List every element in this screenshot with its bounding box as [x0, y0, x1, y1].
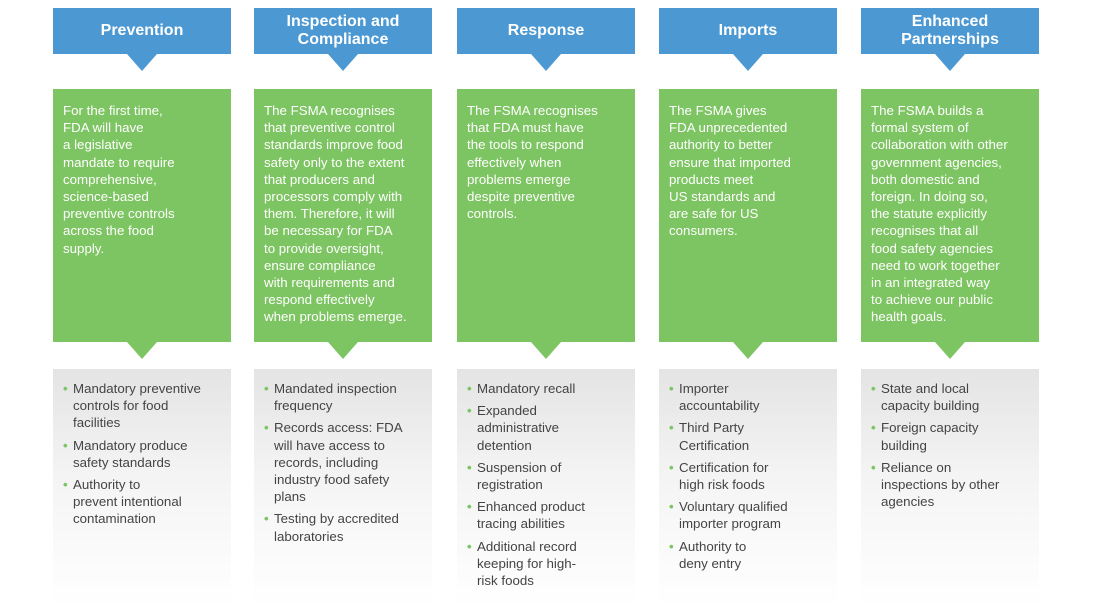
- measures-list: •Importer accountability •Third Party Ce…: [659, 369, 837, 572]
- bullet-icon: •: [669, 459, 674, 475]
- list-item: •Mandatory preventive controls for food …: [63, 381, 201, 431]
- column-title: Enhanced Partnerships: [901, 13, 999, 48]
- header-arrow-icon: [328, 54, 358, 71]
- column-enhanced-partnerships: Enhanced Partnerships The FSMA builds a …: [861, 0, 1039, 607]
- list-item: •Enhanced product tracing abilities: [467, 499, 585, 532]
- bullet-icon: •: [467, 459, 472, 475]
- header-arrow-icon: [733, 54, 763, 71]
- list-item: •Records access: FDA will have access to…: [264, 420, 403, 505]
- bullet-icon: •: [871, 420, 876, 436]
- column-title: Prevention: [100, 22, 184, 39]
- column-imports: Imports The FSMA gives FDA unprecedented…: [659, 0, 837, 607]
- description-arrow-icon: [328, 342, 358, 359]
- bullet-icon: •: [467, 403, 472, 419]
- list-item: •Additional record keeping for high- ris…: [467, 538, 577, 589]
- bullet-icon: •: [264, 420, 269, 436]
- bullet-icon: •: [467, 381, 472, 396]
- list-item: •State and local capacity building: [871, 381, 980, 414]
- column-title: Response: [507, 22, 585, 39]
- header-arrow-icon: [127, 54, 157, 71]
- column-prevention: Prevention For the first time, FDA will …: [53, 0, 231, 607]
- measures-box: •State and local capacity building •Fore…: [861, 369, 1039, 607]
- bullet-icon: •: [63, 477, 68, 493]
- list-item: •Suspension of registration: [467, 459, 562, 493]
- bullet-icon: •: [669, 420, 674, 436]
- bullet-icon: •: [669, 499, 674, 515]
- column-title: Inspection and Compliance: [286, 13, 400, 48]
- measures-box: •Importer accountability •Third Party Ce…: [659, 369, 837, 607]
- bullet-icon: •: [669, 538, 674, 554]
- measures-list: •Mandatory preventive controls for food …: [53, 369, 231, 528]
- list-item: •Mandatory produce safety standards: [63, 437, 188, 470]
- bullet-icon: •: [467, 499, 472, 515]
- column-description: The FSMA recognises that FDA must have t…: [457, 89, 635, 342]
- list-item: •Expanded administrative detention: [467, 403, 560, 453]
- header-arrow-icon: [935, 54, 965, 71]
- description-arrow-icon: [935, 342, 965, 359]
- column-response: Response The FSMA recognises that FDA mu…: [457, 0, 635, 607]
- measures-box: •Mandatory recall •Expanded administrati…: [457, 369, 635, 607]
- list-item: •Certification for high risk foods: [669, 459, 769, 493]
- bullet-icon: •: [63, 437, 68, 453]
- bullet-icon: •: [669, 381, 674, 396]
- column-header: Imports: [659, 8, 837, 54]
- measures-box: •Mandatory preventive controls for food …: [53, 369, 231, 607]
- column-description: The FSMA recognises that preventive cont…: [254, 89, 432, 342]
- list-item: •Foreign capacity building: [871, 420, 979, 453]
- measures-list: •Mandated inspection frequency •Records …: [254, 369, 432, 545]
- list-item: •Third Party Certification: [669, 420, 750, 453]
- bullet-icon: •: [871, 381, 876, 396]
- bullet-icon: •: [871, 459, 876, 475]
- bullet-icon: •: [63, 381, 68, 396]
- column-header: Response: [457, 8, 635, 54]
- list-item: •Authority to prevent intentional contam…: [63, 477, 182, 527]
- column-inspection-compliance: Inspection and Compliance The FSMA recog…: [254, 0, 432, 607]
- column-header: Enhanced Partnerships: [861, 8, 1039, 54]
- bullet-icon: •: [467, 538, 472, 554]
- list-item: •Testing by accredited laboratories: [264, 511, 399, 544]
- list-item: •Importer accountability: [669, 381, 760, 414]
- column-header: Prevention: [53, 8, 231, 54]
- list-item: •Mandated inspection frequency: [264, 381, 397, 414]
- measures-box: •Mandated inspection frequency •Records …: [254, 369, 432, 607]
- header-arrow-icon: [531, 54, 561, 71]
- column-description: The FSMA gives FDA unprecedented authori…: [659, 89, 837, 342]
- column-description: The FSMA builds a formal system of colla…: [861, 89, 1039, 342]
- bullet-icon: •: [264, 381, 269, 396]
- description-arrow-icon: [531, 342, 561, 359]
- list-item: •Reliance on inspections by other agenci…: [871, 459, 1000, 510]
- description-arrow-icon: [733, 342, 763, 359]
- measures-list: •State and local capacity building •Fore…: [861, 369, 1039, 510]
- bullet-icon: •: [264, 511, 269, 527]
- list-item: •Voluntary qualified importer program: [669, 499, 788, 532]
- list-item: •Authority to deny entry: [669, 538, 747, 571]
- column-title: Imports: [718, 22, 778, 39]
- description-arrow-icon: [127, 342, 157, 359]
- measures-list: •Mandatory recall •Expanded administrati…: [457, 369, 635, 589]
- list-item: •Mandatory recall: [467, 381, 576, 396]
- column-description: For the first time, FDA will have a legi…: [53, 89, 231, 342]
- column-header: Inspection and Compliance: [254, 8, 432, 54]
